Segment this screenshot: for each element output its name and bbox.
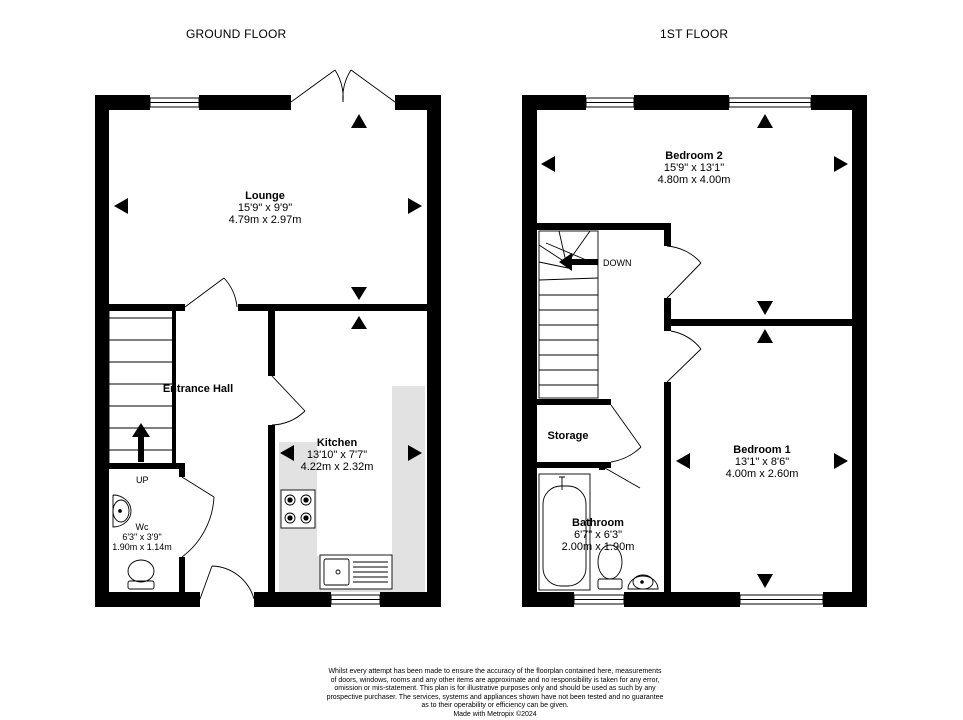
bedroom1-metric: 4.00m x 2.60m bbox=[725, 468, 799, 480]
wc-metric: 1.90m x 1.14m bbox=[112, 542, 172, 552]
lounge-name: Lounge bbox=[245, 190, 285, 202]
first-floor-stairs bbox=[538, 230, 599, 399]
bedroom1-label: Bedroom 1 13'1" x 8'6" 4.00m x 2.60m bbox=[702, 444, 822, 480]
disclaimer-line: omission or mis-statement. This plan is … bbox=[334, 685, 656, 693]
bathroom-name: Bathroom bbox=[572, 517, 624, 529]
first-floor-walls bbox=[522, 95, 867, 607]
wc-imperial: 6'3" x 3'9" bbox=[122, 532, 162, 542]
kitchen-metric: 4.22m x 2.32m bbox=[300, 461, 374, 473]
bathroom-metric: 2.00m x 1.90m bbox=[561, 541, 635, 553]
bathroom-fixtures bbox=[538, 473, 659, 591]
bedroom1-imperial: 13'1" x 8'6" bbox=[734, 456, 790, 468]
kitchen-sink bbox=[319, 554, 393, 590]
bedroom2-imperial: 15'9" x 13'1" bbox=[663, 162, 725, 174]
storage-name: Storage bbox=[547, 430, 589, 442]
kitchen-hob bbox=[280, 489, 316, 529]
bedroom2-name: Bedroom 2 bbox=[665, 150, 723, 162]
stairs-down-arrow bbox=[559, 253, 598, 271]
first-floor-windows bbox=[573, 97, 824, 605]
ground-floor-title: GROUND FLOOR bbox=[186, 27, 287, 41]
first-floor-doors bbox=[604, 245, 702, 489]
stairs-down-label: DOWN bbox=[603, 258, 632, 268]
ground-floor-walls bbox=[95, 95, 441, 607]
ground-floor-windows bbox=[149, 97, 381, 605]
first-floor-plan bbox=[522, 95, 867, 607]
bedroom2-label: Bedroom 2 15'9" x 13'1" 4.80m x 4.00m bbox=[634, 150, 754, 186]
wc-fixtures bbox=[112, 494, 155, 590]
lounge-imperial: 15'9" x 9'9" bbox=[237, 202, 293, 214]
ground-floor-doors bbox=[181, 69, 396, 600]
wc-name: Wc bbox=[135, 522, 149, 532]
storage-label: Storage bbox=[538, 430, 598, 442]
bathroom-label: Bathroom 6'7" x 6'3" 2.00m x 1.90m bbox=[548, 517, 648, 553]
first-floor-title: 1ST FLOOR bbox=[660, 27, 729, 41]
disclaimer-text: Whilst every attempt has been made to en… bbox=[300, 668, 690, 720]
disclaimer-line: prospective purchaser. The services, sys… bbox=[326, 693, 664, 701]
first-floor-dimension-arrows bbox=[541, 114, 848, 588]
ground-floor-stairs bbox=[108, 311, 172, 463]
disclaimer-line: Whilst every attempt has been made to en… bbox=[328, 668, 662, 675]
ground-floor-dimension-arrows bbox=[114, 114, 422, 461]
bathroom-imperial: 6'7" x 6'3" bbox=[573, 529, 623, 541]
kitchen-label: Kitchen 13'10" x 7'7" 4.22m x 2.32m bbox=[277, 437, 397, 473]
entrance-hall-label: Entrance Hall bbox=[138, 383, 258, 395]
disclaimer-line: of doors, windows, rooms and any other i… bbox=[330, 676, 660, 684]
lounge-label: Lounge 15'9" x 9'9" 4.79m x 2.97m bbox=[205, 190, 325, 226]
kitchen-name: Kitchen bbox=[316, 437, 358, 449]
kitchen-imperial: 13'10" x 7'7" bbox=[306, 449, 368, 461]
wc-label: Wc 6'3" x 3'9" 1.90m x 1.14m bbox=[102, 522, 182, 552]
bedroom1-name: Bedroom 1 bbox=[733, 444, 791, 456]
disclaimer-line: as to their operability or efficiency ca… bbox=[421, 702, 569, 710]
stairs-up-arrow bbox=[132, 423, 150, 462]
entrance-hall-name: Entrance Hall bbox=[162, 383, 234, 395]
stairs-up-label: UP bbox=[136, 475, 149, 485]
bedroom2-metric: 4.80m x 4.00m bbox=[657, 174, 731, 186]
disclaimer-credit: Made with Metropix ©2024 bbox=[453, 710, 537, 718]
ground-floor-plan bbox=[95, 69, 441, 607]
lounge-metric: 4.79m x 2.97m bbox=[228, 214, 302, 226]
